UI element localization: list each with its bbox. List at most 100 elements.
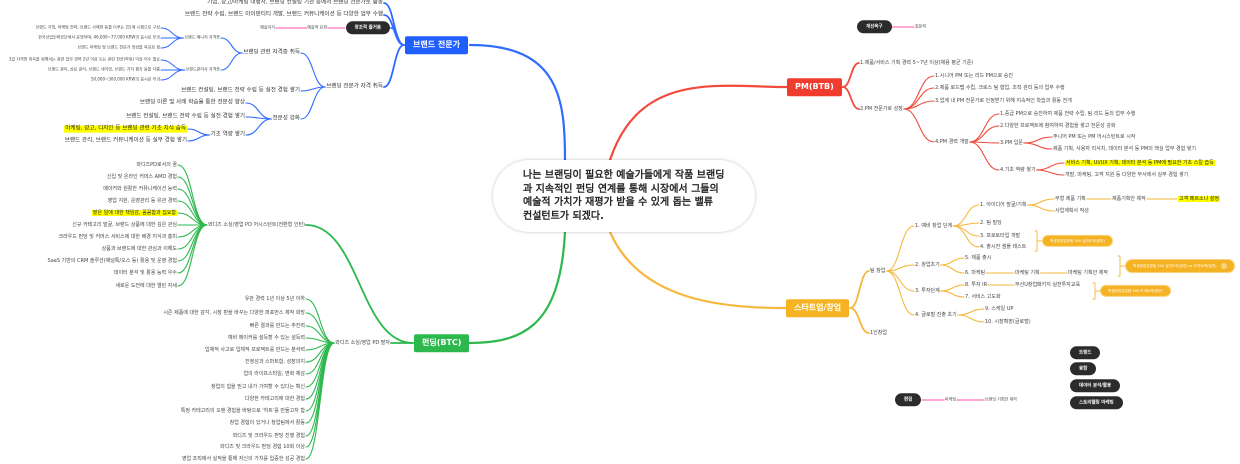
mindmap-node[interactable]: 팀 창업 <box>870 268 885 274</box>
mindmap-node[interactable]: 새로운 도전에 대한 열린 자세 <box>115 283 177 289</box>
mindmap-node[interactable]: 브랜드 기획, 마케팅 전략, 브랜드 사례화 등을 다루는 2단계 시험으로 … <box>35 25 160 31</box>
support-program-badge[interactable]: 학생창업유망팀 300 도약트랙(일반) <box>1100 284 1171 298</box>
mindmap-node[interactable]: 1. 아이디어 발굴/기획 <box>980 202 1026 208</box>
mindmap-node[interactable]: 유관 경력 1년 이상 5년 이하 <box>245 296 305 302</box>
mindmap-node[interactable]: 50,000~300,000 KRW의 응시료 부과 <box>91 77 160 83</box>
mindmap-node[interactable]: 5. 제품 출시 <box>965 255 991 261</box>
mindmap-node[interactable]: 특정 카테고리의 오랜 경험을 바탕으로 '히트'를 만들고자 함 <box>181 408 305 414</box>
mindmap-node[interactable]: 1. 예비 창업 단계 <box>915 223 952 229</box>
pill-improvement-desire[interactable]: 개선욕구 <box>857 20 892 34</box>
mindmap-node[interactable]: 1.중급 PM으로 승진하여 제품 전략 수립, 팀 리드 등의 업무 수행 <box>1000 111 1135 117</box>
mindmap-node[interactable]: 데이터 분석 및 활용 능력 우수 <box>114 270 177 276</box>
mindmap-node[interactable]: 마케팅 기획안 제작 <box>1068 270 1108 276</box>
mindmap-node[interactable]: 2. 창업초기 <box>915 262 940 268</box>
mindmap-node[interactable]: 창업의 힘을 믿고 내가 기여할 수 있다는 확신 <box>211 384 305 390</box>
mindmap-node[interactable]: 10. 시장확장(글로벌) <box>985 319 1031 325</box>
mindmap-node[interactable]: 크라우드 펀딩 및 커머스 서비스에 대한 배경 지식과 흥미 <box>58 234 177 240</box>
mindmap-node[interactable]: 제품 기획, 사용자 리서치, 데이터 분석 등 PM의 핵심 업무 경험 쌓기 <box>1053 146 1196 152</box>
keyword-pill[interactable]: 데이터 분석/활용 <box>1070 379 1121 393</box>
branch-startup[interactable]: 스타트업/창업 <box>786 299 850 317</box>
mindmap-node[interactable]: 브랜딩 이론 및 사례 학습을 통한 전문성 향상 <box>140 100 245 107</box>
mindmap-node[interactable]: 와디즈 및 크라우드 펀딩 진행 경험 <box>233 433 305 439</box>
mindmap-node[interactable]: 무형 제품 기획 <box>1055 196 1086 202</box>
mindmap-node[interactable]: 4. 출시전 샘플 테스트 <box>980 244 1026 250</box>
mindmap-node[interactable]: 8. 투자 IR <box>965 282 987 288</box>
pill-creative-joy[interactable]: 창조적 즐거움 <box>345 21 390 35</box>
support-program-badge[interactable]: 학생창업유망팀 300 실전도약(일반) <box>1042 234 1113 248</box>
mindmap-node[interactable]: 브랜드 전략 수립, 브랜드 아이덴티티 개발, 브랜드 커뮤니케이션 등 다양… <box>185 12 383 19</box>
mindmap-node[interactable]: 입체적 사고로 입체적 프로젝트를 만드는 분석력 <box>205 347 305 353</box>
mindmap-node[interactable]: 3급 자격증 취득을 위해서는 관련 업무 경력 2년 이상 또는 관련 전공(… <box>9 57 160 63</box>
mindmap-node[interactable]: 4.PM 경력 개발 <box>935 139 969 145</box>
mindmap-node[interactable]: 2.제품 로드맵 수립, 크로스 팀 협업, 조직 관리 등의 업무 수행 <box>935 85 1065 91</box>
mindmap-node[interactable]: 3.업계 내 PM 전문가로 인정받기 위해 지속적인 학습과 활동 전개 <box>935 98 1072 104</box>
keyword-pill[interactable]: 융합 <box>1070 362 1097 376</box>
mindmap-node[interactable]: 주니어 PM 또는 PM 어시스턴트로 시작 <box>1053 134 1135 140</box>
mindmap-node[interactable]: 2.다양한 프로젝트에 참여하여 경험을 쌓고 전문성 강화 <box>1000 123 1116 129</box>
mindmap-node[interactable]: 업의 라이프스타일, 변화 체감 <box>243 371 305 377</box>
mindmap-node[interactable]: 와디즈PD로서의 꿈 <box>136 162 177 168</box>
mindmap-node[interactable]: 마케팅, 광고, 디자인 등 브랜딩 관련 기초 지식 습득 <box>64 125 187 133</box>
mindmap-node[interactable]: 한국산업인력공단에서 운영하며, 46,000~77,000 KRW의 응시료 … <box>38 35 160 41</box>
mindmap-node[interactable]: 예비 메이커를 설득할 수 있는 설득력 <box>228 335 305 341</box>
keyword-pill[interactable]: 트렌드 <box>1070 346 1101 360</box>
mindmap-node[interactable]: 제품기획안 제작 <box>1112 196 1146 202</box>
mindmap-node[interactable]: 브랜드 마케팅 및 브랜드 전문가 양성을 목표로 함 <box>78 45 161 51</box>
mindmap-node[interactable]: 7. 서비스 고도화 <box>965 294 1001 300</box>
mindmap-node[interactable]: 고객 페르소나 설정 <box>1178 196 1220 202</box>
branch-pm[interactable]: PM(BTB) <box>787 78 842 96</box>
mindmap-node[interactable]: 예술지식 <box>260 25 275 31</box>
branch-funding[interactable]: 펀딩(BTC) <box>414 334 470 352</box>
central-topic[interactable]: 나는 브랜딩이 필요한 예술가들에게 작품 브랜딩과 지속적인 펀딩 연계를 통… <box>493 160 755 232</box>
mindmap-node[interactable]: 사업계획서 작성 <box>1055 208 1089 214</box>
mindmap-node[interactable]: 상품과 브랜드에 대한 관심과 이해도 <box>102 246 177 252</box>
mindmap-node[interactable]: 부산U창업패키지 실전투자교육 <box>1015 282 1080 288</box>
mindmap-node[interactable]: 영업 조직에서 실적을 통해 자신의 가치를 입증한 성공 경험 <box>182 456 305 462</box>
mindmap-node[interactable]: 브랜딩 기획안 제작 <box>985 397 1017 403</box>
mindmap-node[interactable]: 브랜드 컨설팅, 브랜드 전략 수립 등 실전 경험 쌓기 <box>126 114 245 121</box>
mindmap-node[interactable]: 다양한 카테고리에 대한 경험 <box>245 396 305 402</box>
mindmap-node[interactable]: 3. 프로토타입 개발 <box>980 233 1020 239</box>
mindmap-node[interactable]: SaaS 기반의 CRM 솔루션(채널톡/오스 등) 활용 및 운영 경험 <box>48 258 177 264</box>
mindmap-node[interactable]: 영업 지원, 운영관리 등 유관 경력 <box>108 198 177 204</box>
mindmap-node[interactable]: 브랜드 관리, 브랜드 커뮤니케이션 등 실무 경험 쌓기 <box>65 138 187 145</box>
mindmap-node[interactable]: 메이커와 원활한 커뮤니케이션 능력 <box>103 186 177 192</box>
mindmap-node[interactable]: 브랜딩 관련 자격증 취득 <box>243 50 300 57</box>
mindmap-node[interactable]: 기초 역량 쌓기 <box>211 132 245 139</box>
mindmap-node[interactable]: 1.시니어 PM 또는 리드 PM으로 승진 <box>935 73 1013 79</box>
mindmap-node[interactable]: 브랜드관리사 자격증 <box>186 67 220 73</box>
mindmap-node[interactable]: 6. 마케팅 <box>965 270 985 276</box>
mindmap-node[interactable]: 질문력 <box>915 24 926 30</box>
mindmap-node[interactable]: 기업, 광고/마케팅 대행사, 브랜딩 컨설팅 기관 등에서 브랜딩 전문가로 … <box>207 0 383 6</box>
mindmap-node[interactable]: 서비스 기획, UI/UX 기획, 데이터 분석 등 PM에 필요한 기초 스킬… <box>1065 160 1215 166</box>
mindmap-node[interactable]: 시즌 제품에 대한 감각, 시장 판을 바꾸는 다양한 퍼포먼스 제작 희망 <box>163 310 305 316</box>
mindmap-node[interactable]: 와디즈 소싱/영업 PD 어시스턴트(전환형 인턴) <box>208 222 305 228</box>
mindmap-node[interactable]: 빠른 결과를 만드는 추진력 <box>250 323 305 329</box>
mindmap-node[interactable]: 브랜드 매니저 자격증 <box>184 35 220 41</box>
mindmap-node[interactable]: 마케팅 <box>945 397 956 403</box>
mindmap-node[interactable]: 브랜드 컨설팅, 브랜드 전략 수립 등 실전 경험 쌓기 <box>181 88 300 95</box>
mindmap-node[interactable]: 3.PM 입문 <box>1000 140 1023 146</box>
support-program-badge[interactable]: 학생창업유망팀 300 실전도약(일반) or 도약트랙(일반) <box>1125 259 1235 273</box>
info-circle-icon[interactable] <box>1220 263 1227 269</box>
mindmap-node[interactable]: 신입 및 온라인 커머스 AMD 경험 <box>107 174 177 180</box>
mindmap-node[interactable]: 와디즈 소싱/영업 PD 팔자 <box>335 340 390 346</box>
mindmap-node[interactable]: 브랜드 관리, 상표 관리, 브랜드 네이밍, 브랜드 가치 평가 등을 다룸 <box>48 67 160 73</box>
mindmap-node[interactable]: 브랜딩 전문가 자격 취득 <box>326 84 383 91</box>
mindmap-node[interactable]: 맡은 일에 대한 책임감, 꼼꼼함과 집요함 <box>91 210 177 216</box>
pill-editing[interactable]: 편집 <box>895 393 922 407</box>
mindmap-node[interactable]: 1인창업 <box>870 330 887 336</box>
mindmap-node[interactable]: 전문성 강화 <box>272 116 300 123</box>
mindmap-node[interactable]: 신규 카테고리 발굴, 브랜드 상품에 대한 깊은 관심 <box>72 222 177 228</box>
mindmap-node[interactable]: 진정성과 스마트함, 성장의지 <box>245 359 305 365</box>
mindmap-node[interactable]: 1.제품/서비스 기획 경력 5~7년 이상(채용 평균 기준) <box>860 60 973 66</box>
mindmap-node[interactable]: 개발, 마케팅, 고객 지원 등 다양한 부서에서 실무 경험 쌓기 <box>1065 172 1188 178</box>
mindmap-node[interactable]: 9. 스케일 UP <box>985 306 1013 312</box>
mindmap-node[interactable]: 마케팅 기획 <box>1015 270 1040 276</box>
branch-brand-expert[interactable]: 브랜드 전문가 <box>405 36 468 54</box>
keyword-pill[interactable]: 스토리텔링 마케팅 <box>1070 396 1123 410</box>
mindmap-node[interactable]: 예술적 표현 <box>307 25 327 31</box>
mindmap-node[interactable]: 2.PM 전문가로 성장 <box>860 106 903 112</box>
mindmap-node[interactable]: 3. 투자단계 <box>915 288 940 294</box>
mindmap-node[interactable]: 2. 팀 빌딩 <box>980 220 1002 226</box>
